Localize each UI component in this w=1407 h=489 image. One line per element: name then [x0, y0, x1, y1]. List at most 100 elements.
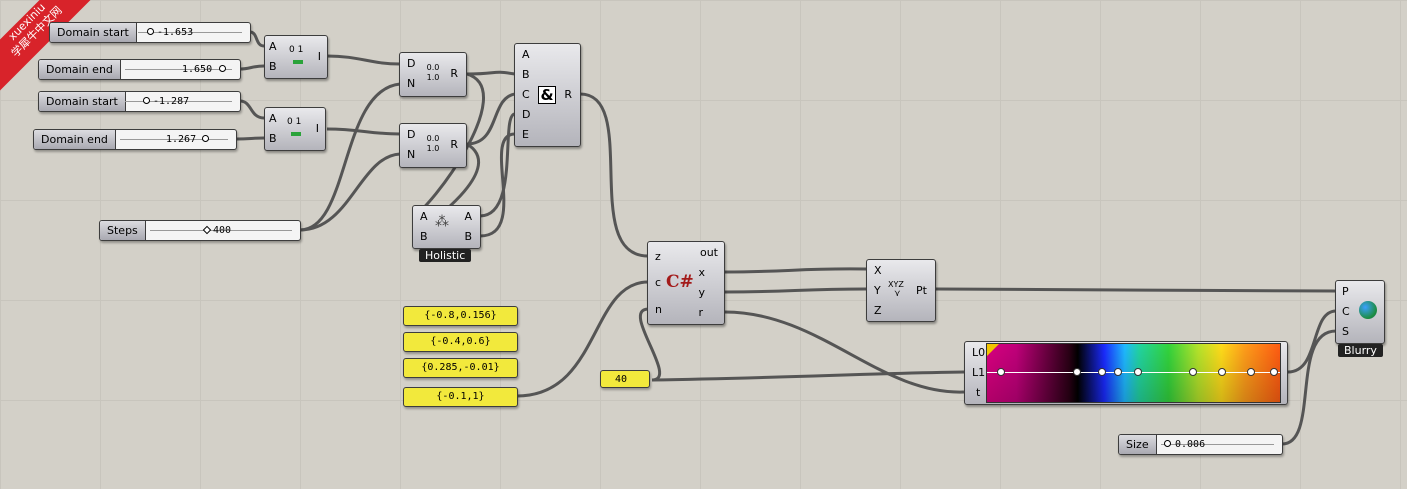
- construct-point-component[interactable]: X Y Z XYZ ⋎ Pt: [866, 259, 936, 322]
- output-a[interactable]: A: [464, 210, 472, 223]
- domain-icon: 0 1: [289, 45, 304, 55]
- gradient-stop-handle[interactable]: [1270, 368, 1278, 376]
- input-c[interactable]: C: [1342, 305, 1350, 318]
- output-r[interactable]: R: [450, 138, 458, 151]
- range-icon: 0.0 1.0: [426, 134, 440, 153]
- gradient-stop-handle[interactable]: [1247, 368, 1255, 376]
- input-n[interactable]: n: [655, 303, 662, 316]
- input-l0[interactable]: L0: [972, 346, 986, 359]
- input-p[interactable]: P: [1342, 285, 1349, 298]
- slider-track[interactable]: [150, 230, 292, 231]
- output-i[interactable]: I: [317, 50, 321, 63]
- gradient-shading: [987, 344, 1280, 402]
- output-r[interactable]: R: [564, 88, 572, 101]
- blurry-component[interactable]: P C S: [1335, 280, 1385, 344]
- output-out[interactable]: out: [699, 246, 718, 259]
- gradient-stop-handle[interactable]: [1073, 368, 1081, 376]
- range-icon: 0.0 1.0: [426, 63, 440, 82]
- input-b[interactable]: B: [420, 230, 428, 243]
- input-n[interactable]: N: [407, 148, 416, 161]
- panel-3[interactable]: {0.285,-0.01}: [403, 358, 518, 378]
- input-t[interactable]: t: [976, 386, 981, 399]
- gradient-line: [987, 372, 1280, 373]
- gradient-stop-handle[interactable]: [1218, 368, 1226, 376]
- input-a[interactable]: A: [522, 48, 530, 61]
- panel-5[interactable]: 40: [600, 370, 650, 388]
- size-slider[interactable]: Size 0.006: [1118, 434, 1283, 455]
- input-c[interactable]: c: [655, 276, 662, 289]
- range-component-2[interactable]: D N 0.0 1.0 R: [399, 123, 467, 168]
- range-component-1[interactable]: D N 0.0 1.0 R: [399, 52, 467, 97]
- slider-grip[interactable]: [143, 97, 150, 104]
- input-e[interactable]: E: [522, 128, 529, 141]
- gradient-stop-handle[interactable]: [1189, 368, 1197, 376]
- input-l1[interactable]: L1: [972, 366, 986, 379]
- input-d[interactable]: D: [522, 108, 531, 121]
- output-pt[interactable]: Pt: [916, 284, 927, 297]
- csharp-icon: C#: [666, 272, 694, 292]
- slider-track[interactable]: [1161, 444, 1274, 445]
- input-d[interactable]: D: [407, 57, 416, 70]
- input-b[interactable]: B: [522, 68, 530, 81]
- slider-label: Domain start: [39, 92, 126, 111]
- wire: [466, 70, 516, 76]
- construct-domain-component-2[interactable]: A B 0 1 I: [264, 107, 326, 151]
- input-y[interactable]: Y: [874, 284, 881, 297]
- output-r[interactable]: r: [698, 306, 703, 319]
- slider-grip[interactable]: [219, 65, 226, 72]
- gradient-stop-handle[interactable]: [997, 368, 1005, 376]
- slider-track[interactable]: [138, 32, 242, 33]
- wire: [249, 30, 265, 48]
- construct-domain-component-1[interactable]: A B 0 1 I: [264, 35, 328, 79]
- gradient-stop-handle[interactable]: [1098, 368, 1106, 376]
- input-c[interactable]: C: [522, 88, 530, 101]
- output-i[interactable]: I: [315, 122, 319, 135]
- domain-end-slider-2[interactable]: Domain end 1.267: [33, 129, 237, 150]
- input-z[interactable]: Z: [874, 304, 882, 317]
- slider-grip[interactable]: [147, 28, 154, 35]
- input-a[interactable]: A: [269, 40, 277, 53]
- gradient-stop-handle[interactable]: [1114, 368, 1122, 376]
- slider-track[interactable]: [120, 139, 228, 140]
- domain-start-slider-2[interactable]: Domain start -1.287: [38, 91, 241, 112]
- slider-value: 1.267: [166, 134, 197, 145]
- domain-end-slider-1[interactable]: Domain end 1.650: [38, 59, 241, 80]
- csharp-script-component[interactable]: z c n C# out x y r: [647, 241, 725, 325]
- output-y[interactable]: y: [698, 286, 705, 299]
- panel-4[interactable]: {-0.1,1}: [403, 387, 518, 407]
- input-n[interactable]: N: [407, 77, 416, 90]
- holistic-component[interactable]: A B ⁂ A B: [412, 205, 481, 249]
- wire: [326, 54, 401, 66]
- input-b[interactable]: B: [269, 132, 277, 145]
- wire: [724, 287, 867, 294]
- domain-start-slider-1[interactable]: Domain start -1.653: [49, 22, 251, 43]
- output-r[interactable]: R: [450, 67, 458, 80]
- output-b[interactable]: B: [464, 230, 472, 243]
- gradient-preview[interactable]: [986, 343, 1281, 403]
- panel-2[interactable]: {-0.4,0.6}: [403, 332, 518, 352]
- slider-label: Domain end: [34, 130, 116, 149]
- slider-track[interactable]: [125, 101, 232, 102]
- merge-component[interactable]: A B C D E & R: [514, 43, 581, 147]
- slider-track[interactable]: [125, 69, 232, 70]
- slider-grip[interactable]: [202, 135, 209, 142]
- steps-slider[interactable]: Steps 400: [99, 220, 301, 241]
- input-a[interactable]: A: [420, 210, 428, 223]
- slider-value: 400: [213, 225, 232, 236]
- input-b[interactable]: B: [269, 60, 277, 73]
- wire: [516, 280, 649, 398]
- gradient-stop-handle[interactable]: [1134, 368, 1142, 376]
- output-x[interactable]: x: [698, 266, 705, 279]
- panel-1[interactable]: {-0.8,0.156}: [403, 306, 518, 326]
- input-d[interactable]: D: [407, 128, 416, 141]
- wire: [579, 92, 649, 258]
- input-s[interactable]: S: [1342, 325, 1349, 338]
- slider-grip[interactable]: [1164, 440, 1171, 447]
- domain-icon: 0 1: [287, 117, 302, 127]
- input-a[interactable]: A: [269, 112, 277, 125]
- input-z[interactable]: z: [655, 250, 661, 263]
- slider-grip[interactable]: [202, 225, 212, 235]
- input-x[interactable]: X: [874, 264, 882, 277]
